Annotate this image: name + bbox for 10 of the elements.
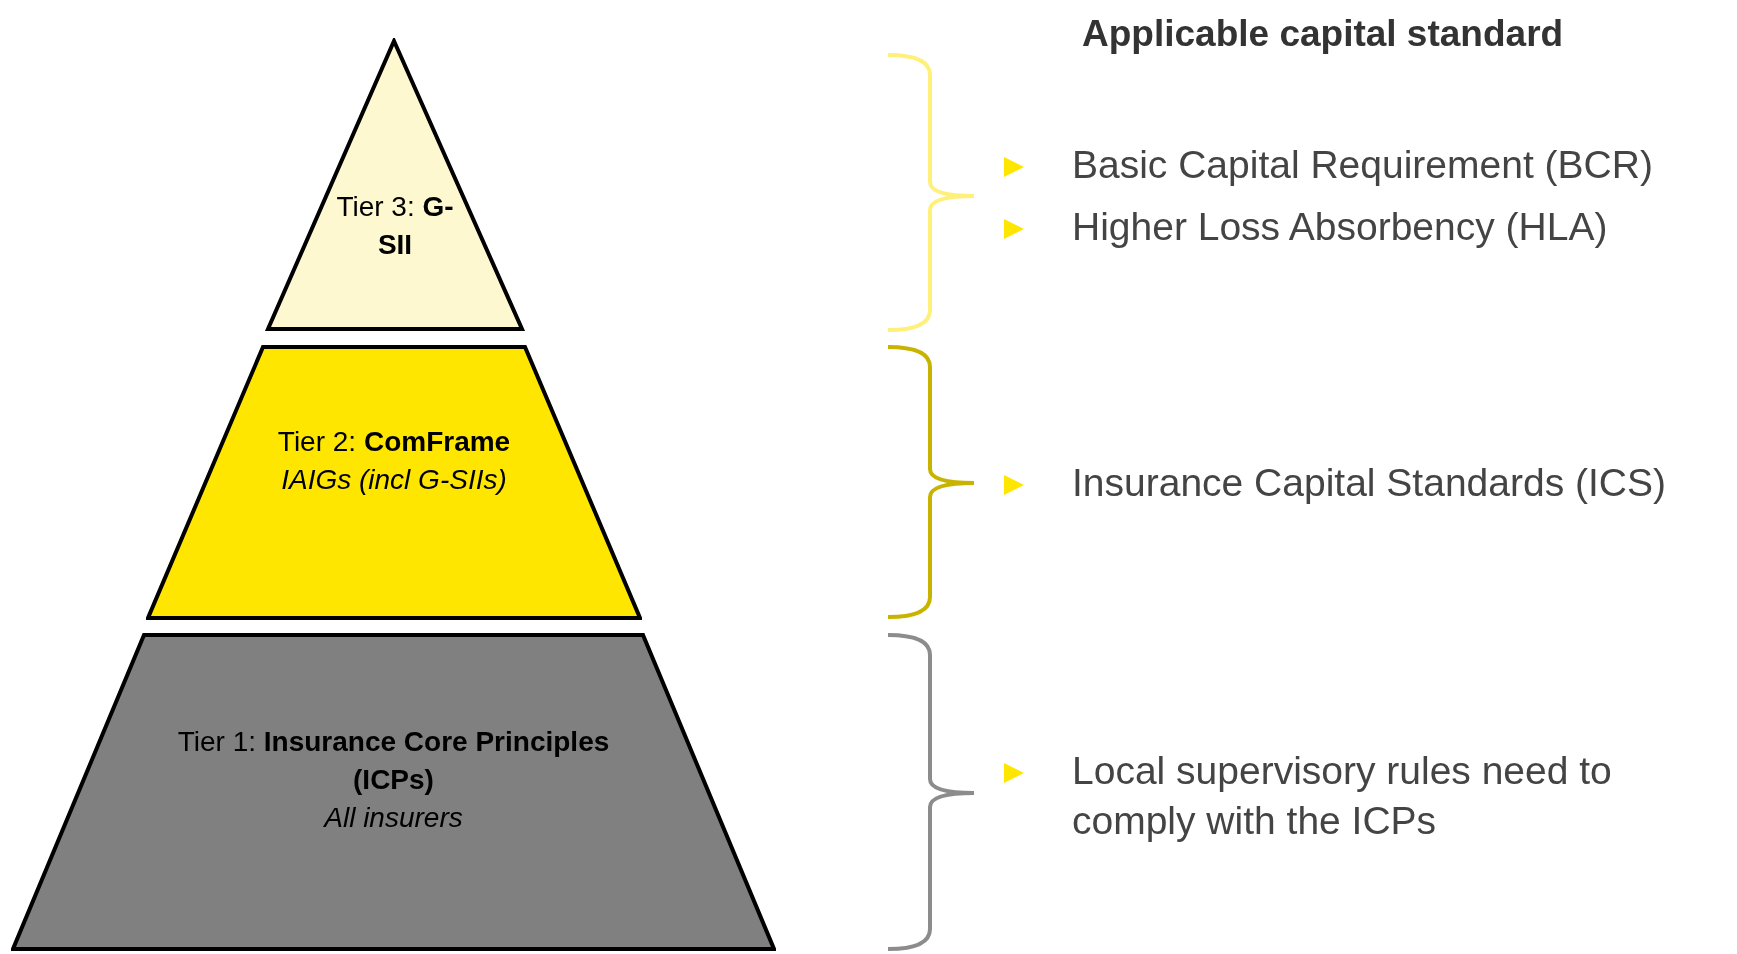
bullet-text: Basic Capital Requirement (BCR) (1072, 142, 1653, 188)
tier-title: Tier 2: ComFrame (277, 425, 511, 459)
tier-description: All insurers (324, 801, 463, 835)
bullet-text: Higher Loss Absorbency (HLA) (1072, 204, 1608, 250)
bullet-text: Local supervisory rules need to comply with the ICPs (1072, 748, 1613, 844)
tier-description: IAIGs (incl G-SIIs) (281, 463, 507, 497)
tier-title: Tier 1: Insurance Core Principles (ICPs) (176, 725, 611, 797)
tier-title: Tier 3: G-SII (335, 190, 455, 262)
bullet-text: Insurance Capital Standards (ICS) (1072, 460, 1666, 506)
section-heading: Applicable capital standard (1082, 12, 1564, 56)
